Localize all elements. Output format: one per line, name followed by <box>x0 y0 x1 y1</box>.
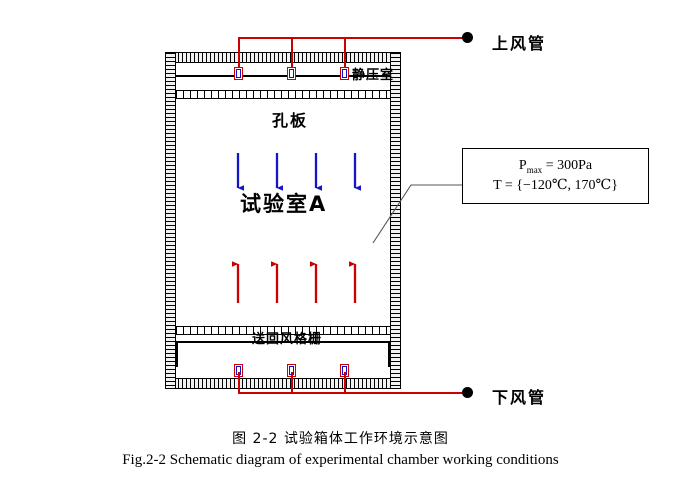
label-plenum-chamber: 静压室 <box>352 68 395 83</box>
lower-sensor-drop-1 <box>238 372 240 394</box>
chamber-interior <box>176 63 390 378</box>
upper-duct-node <box>462 32 473 43</box>
callout-pressure-value: = 300Pa <box>542 157 593 173</box>
callout-pressure-symbol: P <box>518 157 527 173</box>
chamber-wall-top <box>165 52 401 63</box>
lower-duct-node <box>462 387 473 398</box>
chamber-wall-left <box>165 52 176 389</box>
return-grille-band <box>176 326 390 335</box>
lower-plenum-right-edge <box>388 341 390 367</box>
upper-sensor-drop-3 <box>344 37 346 69</box>
test-chamber <box>165 52 401 389</box>
chamber-wall-bottom <box>165 378 401 389</box>
upper-sensor-drop-2 <box>291 37 293 69</box>
plenum-sensor-3 <box>340 67 349 80</box>
orifice-plate-band <box>176 90 390 99</box>
plenum-divider-line <box>176 75 390 77</box>
label-lower-duct: 下风管 <box>492 388 547 407</box>
lower-sensor-drop-2 <box>291 372 293 394</box>
plenum-sensor-1 <box>234 67 243 80</box>
lower-duct-bus <box>238 392 468 394</box>
lower-plenum-left-edge <box>176 341 178 367</box>
upper-sensor-drop-1 <box>238 37 240 69</box>
callout-temperature-line: T = {−120℃, 170℃} <box>493 178 618 194</box>
plenum-sensor-2 <box>287 67 296 80</box>
operating-conditions-callout: Pmax = 300Pa T = {−120℃, 170℃} <box>462 148 649 204</box>
chamber-wall-right <box>390 52 401 389</box>
label-return-grille: 送回风格栅 <box>252 332 323 347</box>
label-upper-duct: 上风管 <box>492 34 547 53</box>
label-test-room: 试验室A <box>240 192 328 216</box>
callout-pressure-subscript: max <box>526 164 543 175</box>
lower-plenum-line <box>176 341 390 343</box>
callout-pressure-line: Pmax = 300Pa <box>519 158 592 175</box>
label-orifice-plate: 孔板 <box>272 111 309 130</box>
figure-caption-english: Fig.2-2 Schematic diagram of experimenta… <box>122 452 559 468</box>
lower-sensor-drop-3 <box>344 372 346 394</box>
upper-duct-bus <box>238 37 468 39</box>
figure-caption-chinese: 图 2-2 试验箱体工作环境示意图 <box>232 431 449 447</box>
